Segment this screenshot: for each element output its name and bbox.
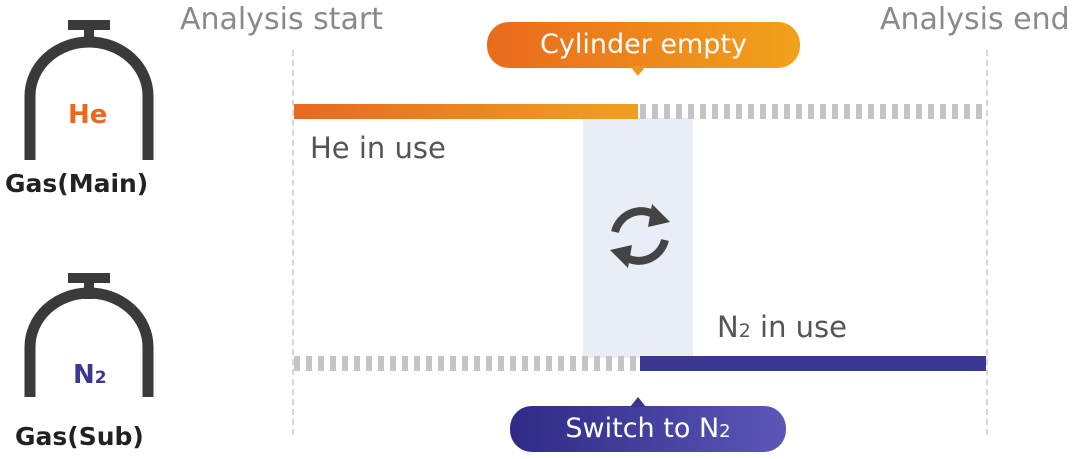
sub-gas-label: Gas(Sub) — [15, 422, 144, 451]
sub-gas-in-use-label: N2 in use — [717, 310, 848, 344]
main-gas-in-use-label: He in use — [310, 131, 446, 165]
switch-zone — [583, 118, 693, 358]
main-gas-label: Gas(Main) — [5, 169, 149, 198]
switch-badge: Switch to N2 — [510, 406, 786, 452]
switch-pointer — [630, 397, 646, 407]
main-gas-idle-bar — [640, 104, 986, 119]
refresh-cycle-icon — [610, 204, 670, 268]
main-gas-active-bar — [294, 104, 638, 119]
end-guide-line — [986, 50, 988, 435]
sub-gas-symbol: N2 — [73, 360, 107, 390]
main-gas-symbol: He — [68, 100, 108, 130]
analysis-end-label: Analysis end — [880, 2, 1070, 37]
cylinder-empty-badge: Cylinder empty — [487, 22, 800, 68]
gas-cylinder-icon — [24, 273, 154, 397]
sub-gas-active-bar — [640, 356, 986, 371]
analysis-start-label: Analysis start — [180, 2, 384, 37]
cylinder-empty-pointer — [630, 66, 646, 76]
sub-gas-idle-bar — [294, 356, 638, 371]
start-guide-line — [292, 50, 294, 435]
gas-cylinder-icon — [24, 20, 154, 160]
